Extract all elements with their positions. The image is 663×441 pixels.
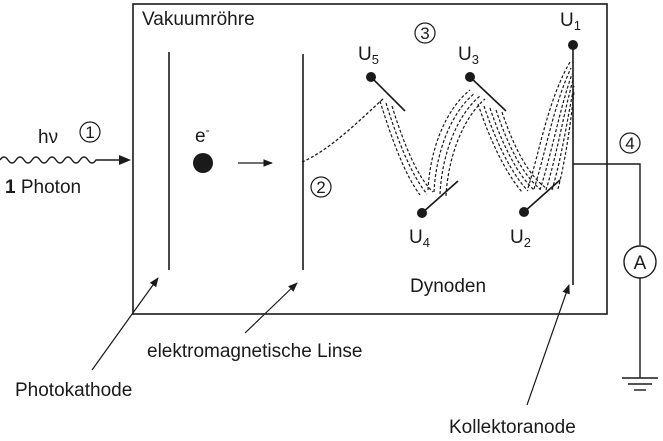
beam-u3-u2-c [489, 107, 535, 191]
marker-4-circle [619, 132, 641, 154]
marker-3: 3 [420, 24, 429, 43]
dynode-u1-terminal [568, 40, 578, 50]
photon-word: Photon [16, 177, 82, 198]
photon-arrowhead [119, 155, 131, 165]
beam-u3-u2-e [501, 111, 547, 189]
beam-u5-u4-c [391, 105, 434, 193]
beam-u2-anode-a [527, 61, 571, 189]
photon-wave [0, 156, 122, 164]
beam-u2-anode-e [551, 85, 575, 191]
photocathode-pointer [91, 277, 159, 371]
marker-2-circle [310, 176, 332, 198]
dynode-u4-label: U4 [409, 227, 430, 250]
ammeter-label: A [634, 253, 647, 274]
beam-u2-anode-d [545, 79, 574, 191]
collector-label: Kollektoranode [449, 417, 576, 438]
beam-u4-u3-d [445, 98, 486, 197]
dynode-u5 [370, 76, 406, 112]
dynode-u3-label: U3 [458, 44, 479, 67]
beam-u4-u3-c [439, 95, 481, 195]
photocathode-label: Photokathode [15, 380, 132, 401]
dynodes-label: Dynoden [410, 276, 486, 297]
dynode-u5-label: U5 [358, 44, 379, 67]
photon-count: 1 [5, 177, 16, 198]
dynode-u5-terminal [366, 72, 376, 82]
lens-label: elektromagnetische Linse [147, 341, 362, 362]
vacuum-tube-box [132, 3, 608, 315]
dynode-u4 [421, 180, 459, 214]
dynode-u1-label: U1 [560, 10, 581, 33]
electron-label: e- [195, 123, 210, 147]
trajectory-lens-u5 [301, 97, 385, 163]
marker-1: 1 [85, 123, 94, 142]
electron-dot [193, 153, 213, 173]
dynode-u3 [469, 76, 507, 112]
beam-u2-anode-f [557, 91, 575, 190]
marker-4: 4 [625, 134, 634, 153]
collector-pointer [526, 284, 570, 406]
beam-u3-u2-d [495, 109, 541, 190]
beam-u3-u2-a [477, 103, 523, 193]
beam-u4-u3-a [427, 89, 471, 191]
dynode-u4-terminal [417, 208, 427, 218]
beam-u2-anode-c [539, 73, 573, 191]
dynode-u2-label: U2 [510, 227, 531, 250]
circuit-wire [573, 163, 641, 245]
beam-u3-u2-b [483, 105, 529, 192]
marker-2: 2 [316, 178, 325, 197]
dynode-u2 [523, 179, 561, 213]
dynode-u3-terminal [465, 72, 475, 82]
photon-energy-label: hν [38, 127, 58, 148]
dynode-u2-terminal [519, 207, 529, 217]
tube-label: Vakuumröhre [142, 9, 255, 30]
marker-1-circle [79, 121, 101, 143]
beam-u5-u4-b [385, 102, 428, 195]
beam-u5-u4-a [379, 100, 421, 196]
lens-pointer [244, 282, 298, 334]
marker-3-circle [414, 22, 436, 44]
photon-count-label: 1 Photon [5, 177, 81, 198]
beam-u4-u3-b [433, 92, 476, 193]
